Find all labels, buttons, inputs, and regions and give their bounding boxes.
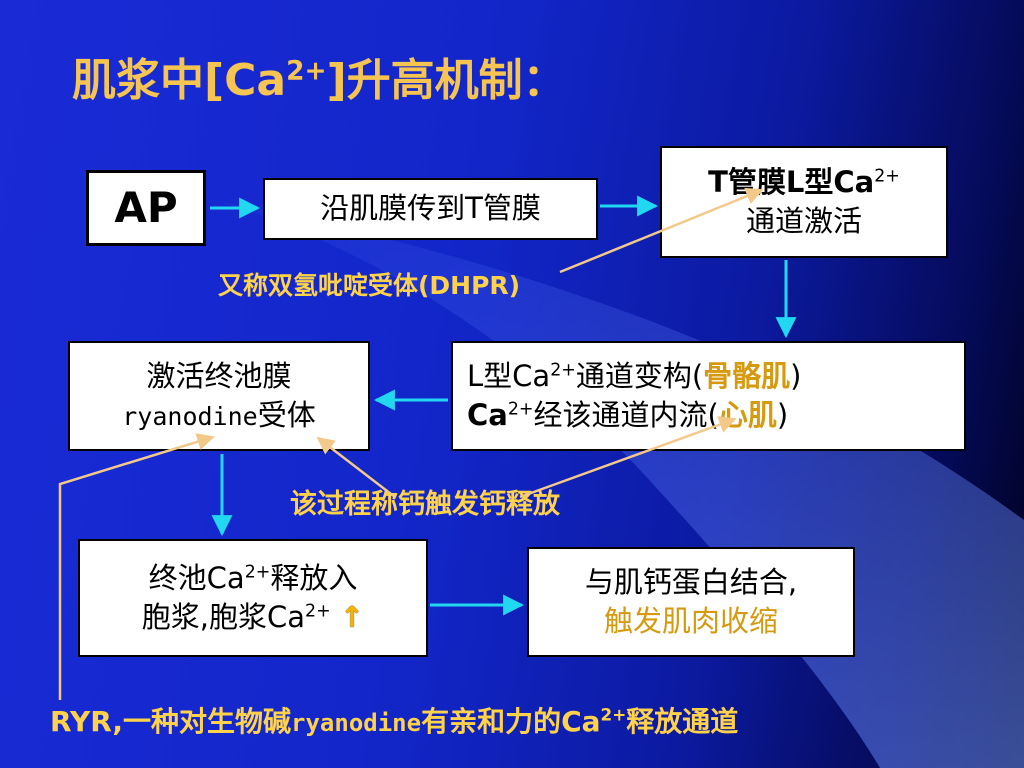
ap-box: AP <box>86 170 206 246</box>
release-box: 终池Ca2+释放入 胞浆,胞浆Ca2+ ↑ <box>78 539 428 657</box>
pointer-ryr <box>58 433 215 700</box>
conformation-line1: L型Ca2+通道变构(骨骼肌) <box>467 358 802 393</box>
release-line2: 胞浆,胞浆Ca2+ ↑ <box>141 600 365 634</box>
bind-line2: 触发肌肉收缩 <box>603 604 778 638</box>
ap-label: AP <box>114 182 178 232</box>
pointer-dhpr <box>559 187 764 274</box>
terminal-cisterna-box: 激活终池膜 ryanodine受体 <box>68 341 370 451</box>
ryr-note: RYR,一种对生物碱ryanodine有亲和力的Ca2+释放通道 <box>50 704 739 738</box>
pointer-cicr-right <box>519 416 737 499</box>
release-line1: 终池Ca2+释放入 <box>148 560 358 595</box>
dhpr-note: 又称双氢吡啶受体(DHPR) <box>218 271 521 300</box>
up-arrow-icon: ↑ <box>339 600 365 634</box>
page-title: 肌浆中[Ca2+]升高机制： <box>72 55 567 106</box>
terminal-line1: 激活终池膜 <box>146 358 292 393</box>
t-channel-line2: 通道激活 <box>745 204 862 238</box>
bind-line1: 与肌钙蛋白结合, <box>584 564 798 599</box>
spread-label: 沿肌膜传到T管膜 <box>320 191 541 226</box>
t-channel-box: T管膜L型Ca2+ 通道激活 <box>660 146 948 258</box>
terminal-line2: ryanodine受体 <box>122 398 316 432</box>
conformation-box: L型Ca2+通道变构(骨骼肌) Ca2+经该通道内流(心肌) <box>451 341 966 451</box>
cicr-note: 该过程称钙触发钙释放 <box>290 489 560 520</box>
pointer-cicr-left <box>316 436 396 498</box>
bind-troponin-box: 与肌钙蛋白结合, 触发肌肉收缩 <box>527 547 855 657</box>
spread-box: 沿肌膜传到T管膜 <box>263 178 598 240</box>
t-channel-line1: T管膜L型Ca2+ <box>708 164 900 199</box>
